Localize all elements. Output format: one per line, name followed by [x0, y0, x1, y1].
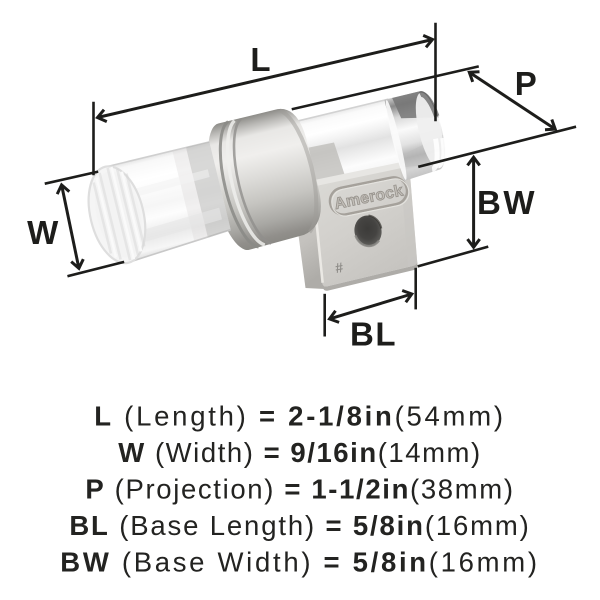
- svg-text:L (Length) = 2-1/8in(54mm): L (Length) = 2-1/8in(54mm): [94, 401, 506, 432]
- svg-text:#: #: [334, 259, 345, 276]
- svg-text:BL: BL: [350, 315, 397, 352]
- svg-text:BW (Base Width) = 5/8in(16mm): BW (Base Width) = 5/8in(16mm): [60, 547, 539, 578]
- svg-text:BW: BW: [477, 184, 537, 221]
- svg-text:W: W: [27, 214, 59, 251]
- svg-text:W (Width) = 9/16in(14mm): W (Width) = 9/16in(14mm): [118, 437, 481, 468]
- svg-text:P (Projection) = 1-1/2in(38mm): P (Projection) = 1-1/2in(38mm): [85, 474, 514, 505]
- svg-text:BL (Base Length) = 5/8in(16mm): BL (Base Length) = 5/8in(16mm): [69, 510, 530, 541]
- svg-text:L: L: [250, 41, 270, 78]
- svg-text:P: P: [515, 65, 537, 102]
